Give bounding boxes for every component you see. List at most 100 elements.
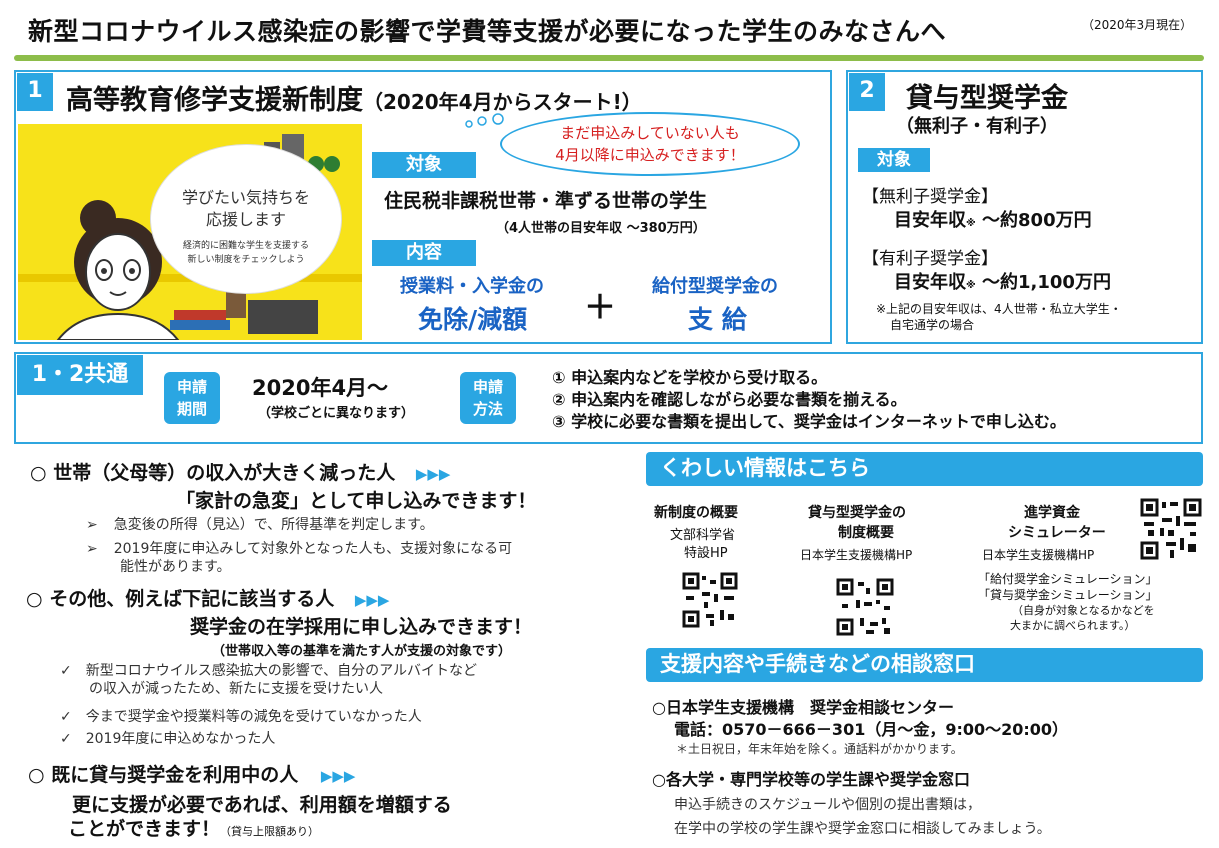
bubble-dots-icon <box>465 113 504 128</box>
section1-number: 1 <box>17 73 53 111</box>
check-2: ✓ 今まで奨学金や授業料等の減免を受けていなかった人 <box>60 706 422 726</box>
bullet-1-1-text: 急変後の所得（見込）で、所得基準を判定します。 <box>113 517 434 533</box>
section2-box <box>846 70 1203 344</box>
consult-bar: 支援内容や手続きなどの相談窓口 <box>646 648 1203 682</box>
arrow-bullet-icon: ➢ <box>86 541 98 557</box>
left-heading-2-sub: 奨学金の在学採用に申し込みできます！ <box>190 616 533 638</box>
info-col1-sub1: 文部科学省 <box>670 528 736 543</box>
content-a-line1: 授業料・入学金の <box>400 276 544 297</box>
method-tag-2: 方法 <box>472 400 503 418</box>
section2-note-2: 自宅通学の場合 <box>890 318 975 332</box>
qr-code-2[interactable] <box>836 578 894 636</box>
bullet-1-2: ➢ 2019年度に申込みして対象外となった人も、支援対象になる可 <box>86 538 512 558</box>
info-col3-note-2: 「貸与奨学金シミュレーション」 <box>978 588 1158 602</box>
left-heading-1-text: ○ 世帯（父母等）の収入が大きく減った人 <box>30 462 396 484</box>
arrows-icon: ▶▶▶ <box>354 591 390 609</box>
info-col3-title-1: 進学資金 <box>1024 505 1080 521</box>
muri-text: 目安年収 <box>894 210 966 231</box>
muri-label: 【無利子奨学金】 <box>862 187 998 207</box>
bullet-1-1: ➢ 急変後の所得（見込）で、所得基準を判定します。 <box>86 514 434 534</box>
check-2-text: 今まで奨学金や授業料等の減免を受けていなかった人 <box>85 709 422 725</box>
consult-tel: 電話：0570－666－301（月～金，9:00～20:00） <box>674 720 1069 739</box>
section2-title: 貸与型奨学金 <box>906 83 1068 114</box>
info-bar: くわしい情報はこちら <box>646 452 1203 486</box>
content-b-line2: 支 給 <box>688 305 747 334</box>
info-col3-note-4: 大まかに調べられます。） <box>1010 619 1136 632</box>
consult-org-2-line-1: 申込手続きのスケジュールや個別の提出書類は， <box>674 797 982 813</box>
method-tag-1: 申請 <box>472 378 503 396</box>
period-value: 2020年4月～ <box>252 376 389 400</box>
check-1-cont: の収入が減ったため、新たに支援を受けたい人 <box>89 681 383 697</box>
consult-org-1: ○日本学生支援機構 奨学金相談センター <box>652 698 954 717</box>
yuri-value: ～約1,100万円 <box>982 272 1111 293</box>
illustration-text-1: 学びたい気持ちを <box>181 188 310 207</box>
left-heading-2-text: ○ その他、例えば下記に該当する人 <box>26 588 335 610</box>
period-tag: 申請 期間 <box>164 372 220 424</box>
consult-org-2-line-2: 在学中の学校の学生課や奨学金窓口に相談してみましょう。 <box>674 821 1051 837</box>
method-step-2: ② 申込案内を確認しながら必要な書類を揃える。 <box>552 390 907 409</box>
info-col3-note-3: （自身が対象となるかなどを <box>1012 604 1155 617</box>
section2-target-tag: 対象 <box>858 148 930 172</box>
title-underline <box>14 55 1204 61</box>
section1-subtitle: （2020年4月からスタート!） <box>363 90 642 114</box>
section2-number: 2 <box>849 73 885 111</box>
bubble-line-2: 4月以降に申込みできます！ <box>555 146 745 164</box>
left-heading-1-sub: 「家計の急変」として申し込みできます！ <box>176 490 537 512</box>
left-heading-3-sub-2-text: ことができます！ <box>68 818 221 840</box>
check-icon: ✓ <box>60 731 72 747</box>
common-label: 1・2共通 <box>17 355 143 395</box>
muri-row: 目安年収※ ～約800万円 <box>894 206 1092 232</box>
check-icon: ✓ <box>60 709 72 725</box>
method-step-3: ③ 学校に必要な書類を提出して、奨学金はインターネットで申し込む。 <box>552 412 1066 431</box>
illustration-small-2: 新しい制度をチェックしよう <box>187 255 305 265</box>
arrow-bullet-icon: ➢ <box>86 517 98 533</box>
muri-value: ～約800万円 <box>982 210 1092 231</box>
content-a-line2: 免除/減額 <box>418 305 528 334</box>
illustration-card <box>150 144 342 294</box>
illustration: 学びたい気持ちを 応援します 経済的に困難な学生を支援する 新しい制度をチェック… <box>18 124 362 340</box>
section1-title: 高等教育修学支援新制度（2020年4月からスタート!） <box>66 78 642 117</box>
check-3-text: 2019年度に申込めなかった人 <box>85 731 276 747</box>
check-1-text: 新型コロナウイルス感染拡大の影響で、自分のアルバイトなど <box>85 663 478 679</box>
left-heading-3-note: （貸与上限額あり） <box>220 825 320 838</box>
illustration-small-1: 経済的に困難な学生を支援する <box>182 241 309 251</box>
section1-target-tag: 対象 <box>372 152 476 178</box>
section2-note-1: ※上記の目安年収は、4人世帯・私立大学生・ <box>876 302 1122 316</box>
qr-code-3[interactable] <box>1140 498 1202 560</box>
arrows-icon: ▶▶▶ <box>320 767 356 785</box>
left-heading-2: ○ その他、例えば下記に該当する人 ▶▶▶ <box>26 584 389 611</box>
date-note: （2020年3月現在） <box>1082 18 1193 32</box>
left-heading-3-text: ○ 既に貸与奨学金を利用中の人 <box>28 764 299 786</box>
illustration-text-2: 応援します <box>205 210 286 229</box>
left-heading-1: ○ 世帯（父母等）の収入が大きく減った人 ▶▶▶ <box>30 458 450 485</box>
section1-target-text: 住民税非課税世帯・準ずる世帯の学生 <box>384 190 708 212</box>
period-tag-1: 申請 <box>176 378 207 396</box>
section1-target-note: （4人世帯の目安年収 ～380万円） <box>496 221 706 236</box>
left-heading-2-note: （世帯収入等の基準を満たす人が支援の対象です） <box>212 644 512 659</box>
yuri-row: 目安年収※ ～約1,100万円 <box>894 268 1111 294</box>
qr-code-1[interactable] <box>682 572 738 628</box>
info-col3-sub: 日本学生支援機構HP <box>982 548 1095 562</box>
muri-mark: ※ <box>966 218 976 229</box>
check-3: ✓ 2019年度に申込めなかった人 <box>60 728 275 748</box>
method-tag: 申請 方法 <box>460 372 516 424</box>
period-note: （学校ごとに異なります） <box>258 406 415 421</box>
info-col3-title-2: シミュレーター <box>1008 525 1106 541</box>
consult-org-2: ○各大学・専門学校等の学生課や奨学金窓口 <box>652 770 970 789</box>
info-col2-title-1: 貸与型奨学金の <box>808 505 906 521</box>
bullet-1-2-text: 2019年度に申込みして対象外となった人も、支援対象になる可 <box>113 541 513 557</box>
plus-sign: ＋ <box>584 288 617 326</box>
left-heading-3-sub-1: 更に支援が必要であれば、利用額を増額する <box>72 794 452 816</box>
section2-subtitle: （無利子・有利子） <box>896 116 1058 137</box>
section1-title-main: 高等教育修学支援新制度 <box>66 85 363 116</box>
info-col1-title: 新制度の概要 <box>654 505 738 521</box>
yuri-text: 目安年収 <box>894 272 966 293</box>
bubble-line-1: まだ申込みしていない人も <box>560 124 740 142</box>
qr-code-icon <box>1140 498 1202 560</box>
bullet-1-2-cont: 能性があります。 <box>120 559 231 575</box>
check-1: ✓新型コロナウイルス感染拡大の影響で、自分のアルバイトなど <box>60 660 477 680</box>
yuri-mark: ※ <box>966 280 976 291</box>
period-tag-2: 期間 <box>176 400 207 418</box>
info-col3-note-1: 「給付奨学金シミュレーション」 <box>978 572 1158 586</box>
qr-code-icon <box>682 572 738 628</box>
